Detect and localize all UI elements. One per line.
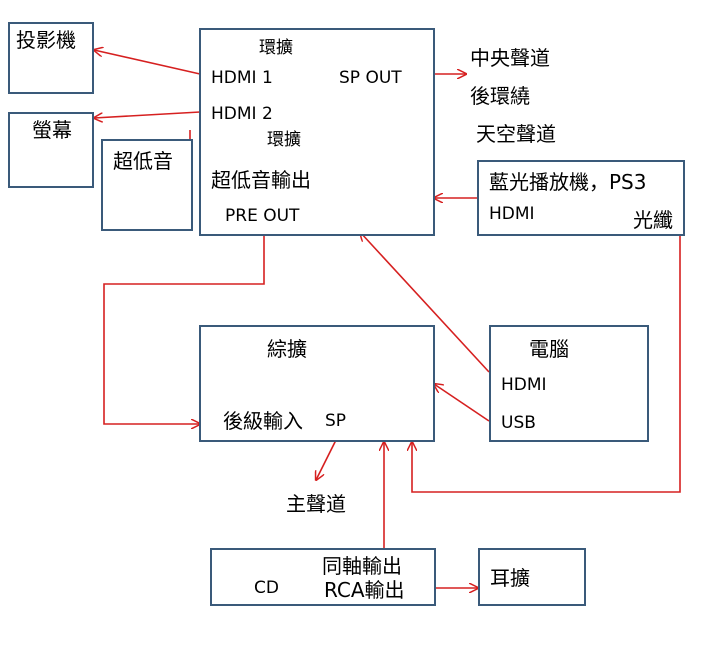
arrow-hdmi2-to-screen — [94, 111, 201, 118]
screen-box: 螢幕 — [8, 112, 94, 188]
bluray-hdmi-port: HDMI — [489, 204, 535, 224]
projector-label: 投影機 — [16, 28, 76, 52]
cd-box: 同軸輸出 CD RCA輸出 — [210, 548, 436, 606]
integrated-amp-title: 綜擴 — [267, 337, 307, 361]
arrow-pre-out-to-integrated-amp — [103, 234, 265, 424]
headphone-amp-box: 耳擴 — [478, 548, 586, 606]
surround-channel-label: 後環繞 — [470, 84, 530, 108]
arrow-hdmi1-to-projector — [94, 50, 201, 75]
integrated-amp-box: 綜擴 後級輸入 SP — [199, 325, 435, 442]
receiver-pre-out-port: PRE OUT — [225, 206, 300, 226]
receiver-hdmi2-port: HDMI 2 — [211, 104, 273, 124]
height-channel-label: 天空聲道 — [476, 122, 556, 146]
subwoofer-box: 超低音 — [101, 139, 193, 231]
computer-title: 電腦 — [529, 337, 569, 361]
computer-hdmi-port: HDMI — [501, 375, 547, 395]
arrow-computer-hdmi-to-receiver — [360, 232, 490, 373]
receiver-hdmi1-port: HDMI 1 — [211, 68, 273, 88]
center-channel-label: 中央聲道 — [470, 46, 550, 70]
cd-title: CD — [254, 578, 279, 598]
receiver-subtitle: 環擴 — [267, 130, 301, 150]
headphone-amp-label: 耳擴 — [490, 566, 530, 590]
arrow-optical-to-integrated-amp — [412, 234, 681, 493]
projector-box: 投影機 — [8, 22, 94, 94]
cd-rca-port: RCA輸出 — [324, 578, 405, 602]
integrated-amp-input-port: 後級輸入 — [223, 409, 303, 433]
screen-label: 螢幕 — [32, 118, 72, 142]
arrow-computer-usb-to-integrated-amp — [434, 384, 490, 422]
main-channel-label: 主聲道 — [286, 492, 346, 516]
integrated-amp-sp-port: SP — [325, 411, 347, 431]
arrow-sp-to-main-speakers — [316, 439, 337, 480]
bluray-box: 藍光播放機，PS3 HDMI 光纖 — [477, 160, 685, 236]
receiver-title: 環擴 — [259, 38, 293, 58]
subwoofer-label: 超低音 — [113, 149, 173, 173]
receiver-sub-out-port: 超低音輸出 — [211, 168, 311, 192]
cd-coax-port: 同軸輸出 — [322, 554, 402, 578]
bluray-title: 藍光播放機，PS3 — [489, 170, 647, 194]
receiver-box: 環擴 HDMI 1 SP OUT HDMI 2 環擴 超低音輸出 PRE OUT — [199, 28, 435, 236]
computer-box: 電腦 HDMI USB — [489, 325, 649, 442]
bluray-optical-port: 光纖 — [633, 208, 673, 232]
computer-usb-port: USB — [501, 413, 536, 433]
receiver-sp-out-port: SP OUT — [339, 68, 402, 88]
